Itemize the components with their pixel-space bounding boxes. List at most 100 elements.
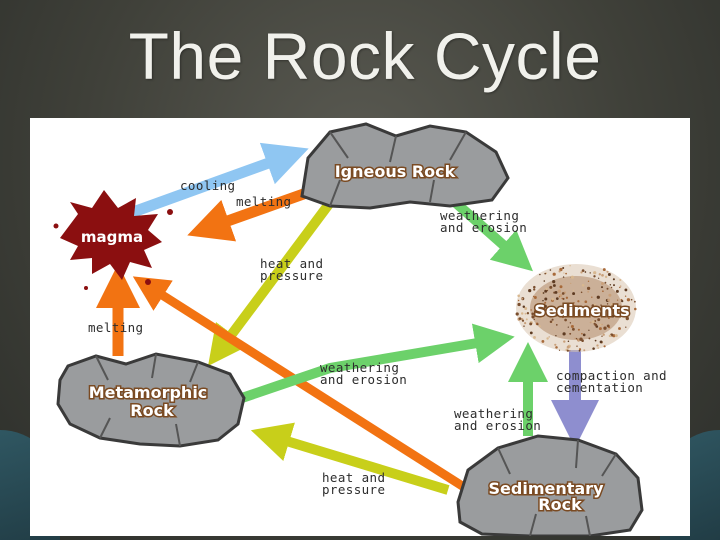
sediment-speck bbox=[572, 292, 576, 296]
sediment-speck bbox=[625, 326, 627, 328]
sediment-speck bbox=[533, 318, 535, 321]
sediment-speck bbox=[620, 307, 624, 311]
sediment-speck bbox=[624, 288, 628, 292]
sediment-speck bbox=[600, 304, 602, 306]
sediment-speck bbox=[542, 292, 545, 294]
sediment-speck bbox=[543, 304, 547, 308]
sediment-speck bbox=[615, 289, 619, 293]
sediment-speck bbox=[591, 304, 595, 308]
sediment-speck bbox=[552, 284, 556, 287]
cooling-label: cooling bbox=[180, 178, 235, 193]
sediment-speck bbox=[570, 313, 572, 316]
sediment-speck bbox=[610, 286, 613, 289]
sediment-speck bbox=[594, 339, 597, 342]
sediment-speck bbox=[544, 289, 548, 293]
sediment-speck bbox=[556, 314, 560, 317]
sediment-speck bbox=[604, 275, 608, 279]
sediment-speck bbox=[598, 327, 602, 331]
sediment-speck bbox=[562, 267, 565, 269]
sediment-speck bbox=[561, 292, 565, 295]
sediment-speck bbox=[551, 318, 554, 321]
sediment-speck bbox=[552, 321, 555, 324]
sediment-speck bbox=[609, 310, 612, 312]
sediment-speck bbox=[545, 287, 548, 291]
sediment-speck bbox=[536, 302, 539, 304]
sediment-speck bbox=[573, 304, 576, 308]
sediment-speck bbox=[608, 334, 612, 338]
sediment-speck bbox=[597, 314, 599, 317]
sediment-speck bbox=[576, 308, 580, 312]
sediment-speck bbox=[608, 315, 611, 318]
arrow-cooling bbox=[123, 142, 309, 221]
sediment-speck bbox=[597, 318, 601, 322]
igneous-rock-node: Igneous Rock bbox=[300, 122, 510, 210]
sediment-speck bbox=[565, 272, 567, 275]
sediment-speck bbox=[601, 323, 603, 326]
sediment-speck bbox=[541, 292, 543, 294]
rock-cycle-diagram: Igneous Rock magma Sediments Metamorphic… bbox=[30, 118, 690, 536]
sediment-speckles bbox=[515, 265, 637, 352]
sediment-speck bbox=[555, 346, 558, 349]
sediment-speck bbox=[621, 299, 624, 303]
sediment-speck bbox=[532, 295, 535, 298]
melting-top-label: melting bbox=[236, 194, 291, 209]
sediment-speck bbox=[547, 312, 550, 315]
sedimentary-rock-label-line2: Rock bbox=[538, 495, 582, 514]
sediment-speck bbox=[569, 350, 571, 352]
sediment-speck bbox=[603, 314, 606, 317]
sediment-speck bbox=[597, 309, 601, 312]
sediment-speck bbox=[533, 285, 536, 289]
sediment-speck bbox=[612, 278, 615, 281]
sediment-speck bbox=[555, 335, 557, 337]
metamorphic-rock-label-line2: Rock bbox=[130, 401, 174, 420]
sediment-speck bbox=[517, 299, 520, 302]
sediment-speck bbox=[613, 284, 615, 287]
sediment-speck bbox=[599, 340, 603, 344]
sediment-speck bbox=[544, 272, 547, 275]
sediment-speck bbox=[569, 332, 572, 335]
sediment-speck bbox=[608, 293, 612, 297]
sediment-speck bbox=[524, 322, 527, 325]
sediment-speck bbox=[582, 333, 586, 337]
sediment-speck bbox=[601, 282, 604, 285]
sediment-speck bbox=[607, 273, 611, 276]
sediment-speck bbox=[581, 301, 583, 303]
sediment-speck bbox=[565, 296, 569, 299]
sediment-speck bbox=[606, 303, 609, 305]
sediment-speck bbox=[597, 347, 600, 349]
sediment-speck bbox=[524, 307, 528, 310]
sediment-speck bbox=[619, 278, 622, 282]
sediment-speck bbox=[548, 336, 550, 338]
sediment-speck bbox=[584, 271, 587, 273]
sediment-speck bbox=[562, 297, 565, 300]
sediment-speck bbox=[566, 349, 569, 352]
sediment-speck bbox=[573, 302, 575, 304]
sediment-speck bbox=[571, 327, 575, 331]
sediment-speck bbox=[566, 304, 569, 307]
sediment-speck bbox=[521, 297, 524, 300]
sediment-speck bbox=[515, 312, 519, 316]
sediment-speck bbox=[611, 314, 615, 318]
sediment-speck bbox=[536, 304, 539, 308]
sediment-speck bbox=[577, 339, 580, 342]
sediment-speck bbox=[594, 320, 597, 322]
sediment-speck bbox=[616, 299, 619, 301]
sediment-speck bbox=[551, 297, 555, 301]
sediment-speck bbox=[594, 323, 598, 327]
sediment-speck bbox=[591, 320, 595, 324]
sediment-speck bbox=[538, 325, 541, 328]
weathering-bottom-line2: and erosion bbox=[454, 418, 541, 433]
sediment-speck bbox=[543, 280, 546, 282]
sediment-speck bbox=[580, 271, 583, 274]
sediment-speck bbox=[531, 315, 535, 319]
sediment-speck bbox=[552, 306, 556, 310]
weathering-mid-line1: weathering bbox=[320, 360, 399, 375]
weathering-top-line2: and erosion bbox=[440, 220, 527, 235]
sediment-speck bbox=[620, 285, 622, 287]
sediment-speck bbox=[547, 304, 549, 306]
sediment-speck bbox=[563, 272, 565, 274]
sediment-speck bbox=[587, 290, 590, 293]
sediment-speck bbox=[562, 276, 565, 278]
sediment-speck bbox=[593, 303, 597, 306]
sediment-speck bbox=[555, 324, 558, 326]
